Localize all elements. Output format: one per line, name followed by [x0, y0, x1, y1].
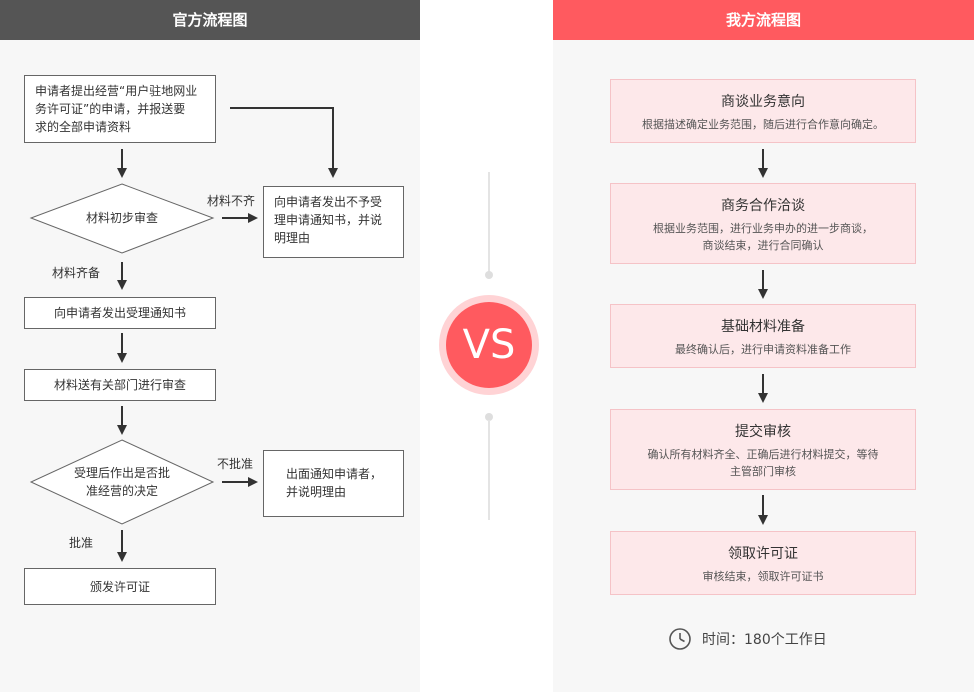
vs-divider-dot-bottom: [485, 413, 493, 421]
our-step-get-license: 领取许可证 审核结束，领取许可证书: [610, 531, 916, 595]
official-step-issue-license: 颁发许可证: [24, 568, 216, 605]
our-step-title: 基础材料准备: [721, 319, 805, 335]
processing-time-text: 时间：180个工作日: [702, 632, 827, 648]
edge-label-complete: 材料齐备: [52, 266, 101, 280]
our-step-business-intent: 商谈业务意向 根据描述确定业务范围，随后进行合作意向确定。: [610, 79, 916, 143]
processing-time: 时间：180个工作日: [668, 627, 827, 651]
vs-divider-dot-top: [485, 271, 493, 279]
our-flowchart-title: 我方流程图: [553, 0, 974, 40]
official-step-accept-notice: 向申请者发出受理通知书: [24, 297, 216, 329]
our-step-title: 提交审核: [735, 424, 791, 440]
our-step-title: 领取许可证: [728, 546, 798, 562]
edge-label-incomplete: 材料不齐: [207, 194, 256, 208]
decision-initial-review-label: 材料初步审查: [85, 211, 158, 225]
decision-approval-label: 受理后作出是否批准经营的决定: [73, 466, 170, 498]
our-step-negotiation: 商务合作洽谈 根据业务范围，进行业务申办的进一步商谈，商谈结束，进行合同确认: [610, 183, 916, 264]
official-reject-notice: 向申请者发出不予受理申请通知书，并说明理由: [263, 186, 404, 258]
decision-diamond-initial-review: [29, 183, 215, 254]
vs-badge: VS: [446, 302, 532, 388]
official-deny-notice: 出面通知申请者，并说明理由: [263, 450, 404, 517]
our-step-desc: 根据描述确定业务范围，随后进行合作意向确定。: [642, 118, 884, 131]
our-step-desc: 审核结束，领取许可证书: [702, 570, 824, 583]
our-step-desc: 最终确认后，进行申请资料准备工作: [675, 343, 851, 356]
arrow-step1-to-reject: [230, 107, 338, 178]
edge-label-not-approved: 不批准: [217, 457, 254, 471]
vs-divider-line-top: [488, 172, 490, 275]
our-step-title: 商务合作洽谈: [721, 198, 805, 214]
official-step-apply: 申请者提出经营“用户驻地网业务许可证”的申请，并报送要求的全部申请资料: [24, 75, 216, 143]
official-flowchart-title: 官方流程图: [0, 0, 420, 40]
our-step-submit-review: 提交审核 确认所有材料齐全、正确后进行材料提交，等待主管部门审核: [610, 409, 916, 490]
our-step-materials: 基础材料准备 最终确认后，进行申请资料准备工作: [610, 304, 916, 368]
our-step-desc: 确认所有材料齐全、正确后进行材料提交，等待主管部门审核: [647, 448, 879, 478]
official-step-dept-review: 材料送有关部门进行审查: [24, 369, 216, 401]
our-step-title: 商谈业务意向: [721, 94, 805, 110]
clock-icon: [669, 628, 691, 650]
decision-diamond-approval: [29, 439, 215, 525]
edge-label-approved: 批准: [69, 536, 94, 550]
our-step-desc: 根据业务范围，进行业务申办的进一步商谈，商谈结束，进行合同确认: [653, 222, 873, 252]
vs-divider-line-bottom: [488, 420, 490, 520]
